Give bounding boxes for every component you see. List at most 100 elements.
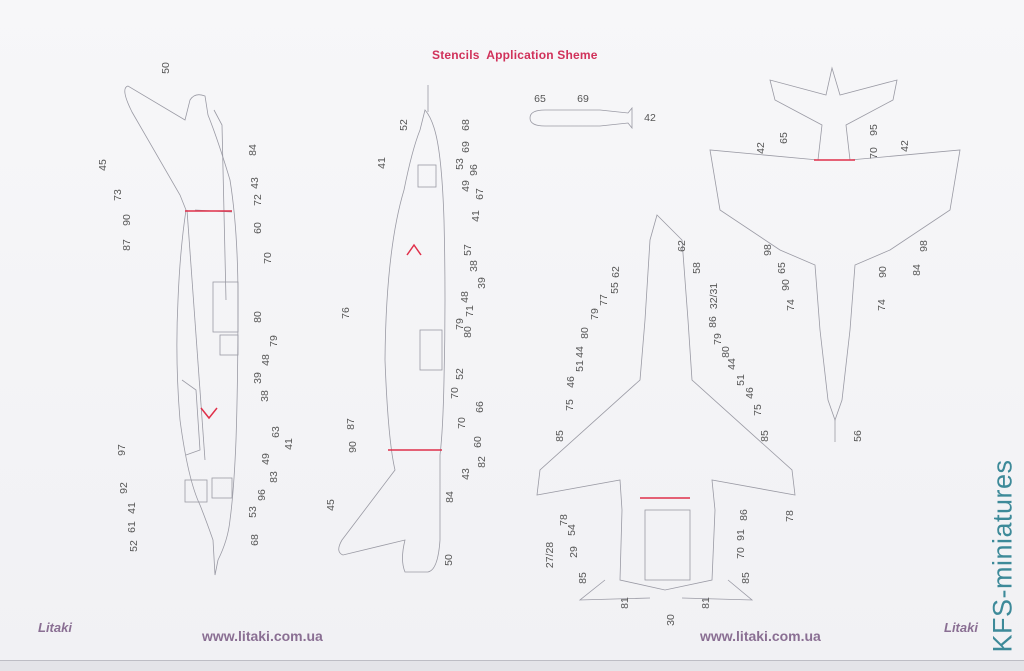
callout-label: 68 — [459, 119, 472, 131]
watermark: KFS-miniatures — [987, 459, 1018, 653]
callout-label: 84 — [910, 264, 923, 276]
red-stencil-marks-left — [185, 210, 232, 420]
callout-label: 51 — [734, 374, 747, 386]
callout-label: 54 — [565, 524, 578, 536]
callout-label: 63 — [269, 426, 282, 438]
callout-label: 51 — [573, 360, 586, 372]
callout-label: 66 — [473, 401, 486, 413]
callout-label: 60 — [251, 222, 264, 234]
callout-label: 70 — [867, 147, 880, 159]
callout-label: 82 — [475, 456, 488, 468]
callout-label: 84 — [443, 491, 456, 503]
callout-label: 96 — [467, 164, 480, 176]
callout-label: 85 — [739, 572, 752, 584]
upper-view-aircraft — [709, 66, 961, 442]
callout-label: 79 — [267, 335, 280, 347]
callout-label: 85 — [576, 572, 589, 584]
callout-label: 95 — [867, 124, 880, 136]
callout-label: 62 — [675, 240, 688, 252]
callout-label: 79 — [588, 308, 601, 320]
callout-label: 38 — [258, 390, 271, 402]
callout-label: 78 — [783, 510, 796, 522]
callout-label: 81 — [618, 597, 631, 609]
callout-label: 50 — [442, 554, 455, 566]
callout-label: 75 — [751, 404, 764, 416]
callout-label: 52 — [397, 119, 410, 131]
callout-label: 60 — [471, 436, 484, 448]
callout-label: 42 — [898, 140, 911, 152]
callout-label: 42 — [644, 111, 656, 124]
callout-label: 87 — [120, 239, 133, 251]
sheet-edge — [0, 661, 1024, 671]
drop-tank — [529, 106, 633, 130]
callout-label: 80 — [578, 327, 591, 339]
callout-label: 58 — [690, 262, 703, 274]
callout-label: 32/31 — [707, 282, 720, 310]
red-stencil-marks-center — [388, 243, 442, 451]
callout-label: 75 — [563, 399, 576, 411]
callout-label: 91 — [734, 529, 747, 541]
litaki-logo-left: Litaki — [38, 620, 72, 640]
callout-label: 98 — [761, 244, 774, 256]
callout-label: 43 — [248, 177, 261, 189]
callout-label: 39 — [475, 277, 488, 289]
callout-label: 67 — [473, 188, 486, 200]
callout-label: 38 — [467, 260, 480, 272]
callout-label: 76 — [339, 307, 352, 319]
callout-label: 77 — [597, 294, 610, 306]
callout-label: 86 — [706, 316, 719, 328]
callout-label: 72 — [251, 194, 264, 206]
underside-view-aircraft — [536, 214, 796, 601]
callout-label: 46 — [743, 387, 756, 399]
callout-label: 79 — [711, 333, 724, 345]
callout-label: 90 — [876, 266, 889, 278]
callout-label: 85 — [758, 430, 771, 442]
callout-label: 45 — [324, 499, 337, 511]
callout-label: 27/28 — [543, 541, 556, 569]
callout-label: 96 — [255, 489, 268, 501]
callout-label: 90 — [120, 214, 133, 226]
callout-label: 42 — [754, 142, 767, 154]
logo-text: Litaki — [38, 620, 72, 635]
callout-label: 97 — [115, 444, 128, 456]
callout-label: 56 — [851, 430, 864, 442]
callout-label: 65 — [534, 92, 546, 105]
callout-label: 71 — [463, 305, 476, 317]
side-view-right-aircraft — [338, 85, 446, 573]
callout-label: 41 — [282, 438, 295, 450]
callout-label: 70 — [455, 417, 468, 429]
callout-label: 52 — [453, 368, 466, 380]
callout-label: 70 — [448, 387, 461, 399]
callout-label: 49 — [259, 453, 272, 465]
callout-label: 55 — [608, 282, 621, 294]
callout-label: 49 — [459, 180, 472, 192]
callout-label: 92 — [117, 482, 130, 494]
callout-label: 74 — [784, 299, 797, 311]
litaki-logo-right: Litaki — [944, 620, 978, 640]
callout-label: 83 — [267, 471, 280, 483]
callout-label: 41 — [469, 210, 482, 222]
callout-label: 86 — [737, 509, 750, 521]
side-view-left-aircraft — [124, 85, 239, 576]
callout-label: 50 — [159, 62, 172, 74]
callout-label: 70 — [734, 547, 747, 559]
callout-label: 80 — [719, 346, 732, 358]
callout-label: 52 — [127, 540, 140, 552]
callout-label: 29 — [567, 546, 580, 558]
callout-label: 81 — [699, 597, 712, 609]
callout-label: 69 — [459, 141, 472, 153]
callout-label: 68 — [248, 534, 261, 546]
sheet-title: Stencils Application Sheme — [432, 48, 598, 62]
callout-label: 73 — [111, 189, 124, 201]
callout-label: 44 — [573, 346, 586, 358]
callout-label: 87 — [344, 418, 357, 430]
callout-label: 44 — [725, 358, 738, 370]
callout-label: 69 — [577, 92, 589, 105]
callout-label: 84 — [246, 144, 259, 156]
callout-label: 74 — [875, 299, 888, 311]
callout-label: 46 — [564, 376, 577, 388]
callout-label: 53 — [246, 506, 259, 518]
callout-label: 80 — [461, 326, 474, 338]
